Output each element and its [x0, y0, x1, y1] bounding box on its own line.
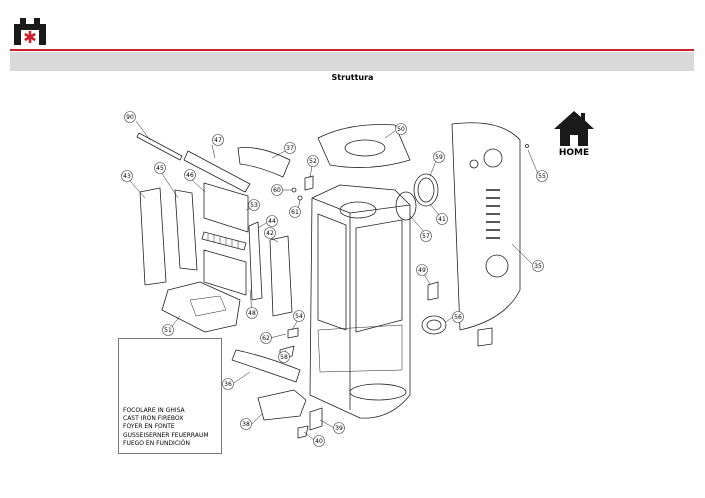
- part-deflector: [237, 147, 291, 178]
- callout-circle: [333, 422, 345, 434]
- callout-circle: [266, 215, 278, 227]
- callout-number: 51: [164, 327, 172, 334]
- callout-number: 46: [186, 172, 194, 179]
- callout-number: 90: [126, 114, 134, 121]
- callout-number: 38: [242, 421, 250, 428]
- part-main-body: [309, 184, 411, 419]
- part-back-plate: [203, 182, 249, 233]
- callout-circle: [307, 155, 319, 167]
- part-lower-plate: [203, 249, 247, 296]
- callout-circle: [154, 162, 166, 174]
- callout-circle: [264, 227, 276, 239]
- house-icon: [554, 111, 594, 146]
- callout-circle: [162, 324, 174, 336]
- callout-number: 55: [538, 173, 546, 180]
- part-side-liner-45: [174, 189, 198, 271]
- inset-panel: FOCOLARE IN GHISA CAST IRON FIREBOX FOYE…: [118, 338, 222, 454]
- part-front-lip: [231, 349, 301, 383]
- callout-number: 58: [280, 354, 288, 361]
- part-column-44: [248, 221, 263, 301]
- callout-number: 54: [295, 313, 303, 320]
- callout-circle: [313, 435, 325, 447]
- legend-line: FUEGO EN FUNDICIÓN: [123, 439, 190, 447]
- callout-circle: [416, 264, 428, 276]
- part-front-liner: [269, 235, 293, 317]
- callout-circle: [452, 311, 464, 323]
- callout-circle: [246, 307, 258, 319]
- callout-number: 47: [214, 137, 222, 144]
- callout-number: 53: [250, 202, 258, 209]
- callout-number: 52: [309, 158, 317, 165]
- callout-number: 42: [266, 230, 274, 237]
- callout-circle: [284, 142, 296, 154]
- callout-circle: [271, 184, 283, 196]
- legend-line: FOCOLARE IN GHISA: [123, 407, 185, 414]
- part-base-plate: [161, 281, 241, 333]
- part-grate: [201, 231, 247, 251]
- callout-circle: [222, 378, 234, 390]
- part-side-liner-43: [139, 187, 167, 286]
- legend-line: GUSSEISERNER FEUERRAUM: [123, 431, 209, 439]
- callout-circle: [536, 170, 548, 182]
- home-button[interactable]: HOME: [550, 108, 598, 160]
- brand-logo: [14, 18, 46, 45]
- part-small-bracket: [304, 175, 314, 191]
- callout-number: 37: [286, 145, 294, 152]
- part-back-panel: [451, 122, 521, 331]
- page-title: Struttura: [331, 73, 374, 82]
- part-rod: [136, 132, 183, 161]
- callout-circle: [433, 151, 445, 163]
- part-top-plate: [183, 150, 251, 193]
- callout-circle: [240, 418, 252, 430]
- callout-circle: [436, 213, 448, 225]
- inset-legend: FOCOLARE IN GHISA CAST IRON FIREBOX FOYE…: [123, 407, 209, 448]
- callout-circle: [124, 111, 136, 123]
- callout-number: 60: [273, 187, 281, 194]
- callout-circle: [395, 123, 407, 135]
- home-label: HOME: [558, 148, 590, 158]
- callout-circle: [184, 169, 196, 181]
- callout-number: 50: [397, 126, 405, 133]
- callout-circle: [121, 170, 133, 182]
- callout-number: 61: [291, 209, 299, 216]
- callout-number: 40: [315, 438, 323, 445]
- callout-circle: [278, 351, 290, 363]
- header-red-rule: [10, 49, 694, 51]
- callout-number: 56: [454, 314, 462, 321]
- legend-line: FOYER EN FONTE: [123, 423, 175, 431]
- part-top-cover: [317, 124, 411, 168]
- callout-number: 44: [268, 218, 276, 225]
- callout-number: 62: [262, 335, 270, 342]
- part-bracket-49: [427, 281, 439, 301]
- part-gasket: [395, 191, 417, 221]
- callout-circle: [212, 134, 224, 146]
- callout-circle: [532, 260, 544, 272]
- callout-number: 49: [418, 267, 426, 274]
- part-collar: [421, 315, 447, 335]
- legend-line: CAST IRON FIREBOX: [123, 415, 184, 423]
- callout-circle: [420, 230, 432, 242]
- callout-circle: [289, 206, 301, 218]
- callout-circle: [248, 199, 260, 211]
- callout-number: 36: [224, 381, 232, 388]
- part-flue-ring: [413, 173, 439, 207]
- callout-number: 39: [335, 425, 343, 432]
- callout-circle: [293, 310, 305, 322]
- callout-number: 43: [123, 173, 131, 180]
- callout-number: 35: [534, 263, 542, 270]
- callout-number: 59: [435, 154, 443, 161]
- callout-circle: [260, 332, 272, 344]
- callout-number: 41: [438, 216, 446, 223]
- part-ash-drawer: [257, 389, 307, 421]
- callout-number: 48: [248, 310, 256, 317]
- callout-number: 57: [422, 233, 430, 240]
- header-band: [10, 52, 694, 71]
- callout-number: 45: [156, 165, 164, 172]
